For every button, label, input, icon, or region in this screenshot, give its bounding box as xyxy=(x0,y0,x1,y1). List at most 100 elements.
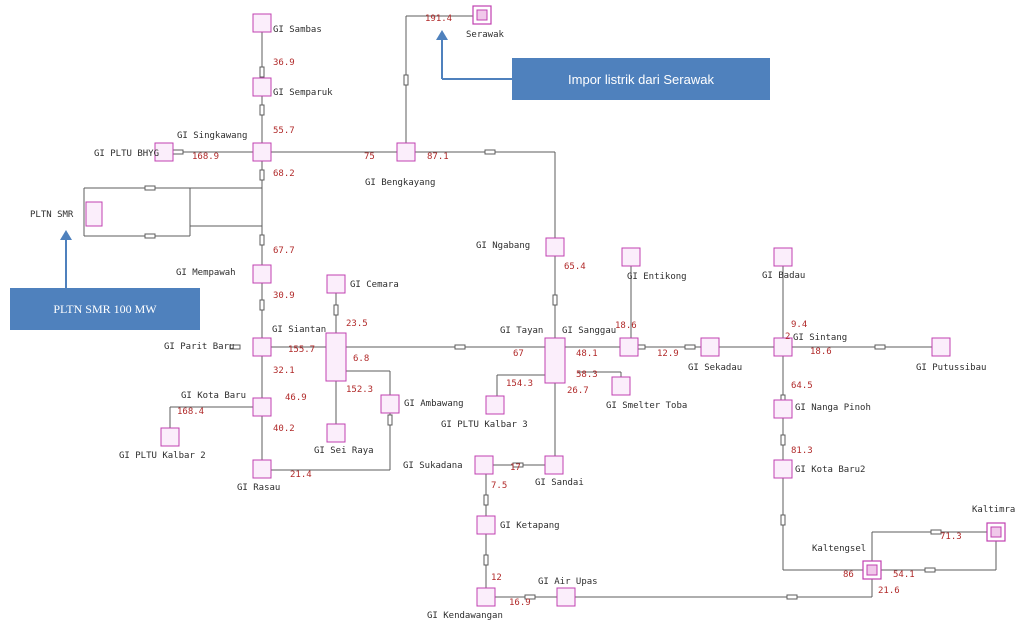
breaker xyxy=(387,414,393,426)
substation-siantan xyxy=(325,332,347,382)
flow-value: 23.5 xyxy=(346,319,368,329)
substation-ngabang xyxy=(545,237,565,257)
label-gi-badau: GI Badau xyxy=(762,271,806,281)
breaker xyxy=(484,149,496,155)
breaker xyxy=(874,344,886,350)
flow-value: 18.6 xyxy=(615,321,637,331)
label-gi-smelter-toba: GI Smelter Toba xyxy=(606,401,688,411)
flow-value: 67.7 xyxy=(273,246,295,256)
label-gi-semparuk: GI Semparuk xyxy=(273,88,333,98)
label-gi-pltu-kalbar-2: GI PLTU Kalbar 2 xyxy=(119,451,206,461)
substation-ketapang xyxy=(476,515,496,535)
label-gi-sanggau: GI Sanggau xyxy=(562,326,617,336)
label-gi-tayan: GI Tayan xyxy=(500,326,544,336)
label-gi-kendawangan: GI Kendawangan xyxy=(427,611,503,621)
label-gi-sei-raya: GI Sei Raya xyxy=(314,446,374,456)
substation-smelter-toba xyxy=(611,376,631,396)
breaker xyxy=(780,434,786,446)
flow-value: 154.3 xyxy=(506,379,534,389)
breaker xyxy=(780,514,786,526)
breaker xyxy=(172,149,184,155)
substation-rasau xyxy=(252,459,272,479)
breaker xyxy=(259,66,265,78)
breaker xyxy=(403,74,409,86)
flow-value: 9.4 xyxy=(791,320,808,330)
flow-value: 87.1 xyxy=(427,152,449,162)
flow-value: 168.9 xyxy=(192,152,220,162)
breaker xyxy=(924,567,936,573)
label-gi-sambas: GI Sambas xyxy=(273,25,322,35)
label-gi-parit-baru: GI Parit Baru xyxy=(164,342,235,352)
flow-value: 168.4 xyxy=(177,407,205,417)
label-gi-siantan: GI Siantan xyxy=(272,325,327,335)
label-gi-putussibau: GI Putussibau xyxy=(916,363,987,373)
flow-value: 67 xyxy=(513,349,524,359)
substation-sanggau xyxy=(619,337,639,357)
label-gi-entikong: GI Entikong xyxy=(627,272,687,282)
substation-pltu-bhyg xyxy=(154,142,174,162)
substation-entikong xyxy=(621,247,641,267)
breaker xyxy=(552,294,558,306)
substation-sandai xyxy=(544,455,564,475)
substation-tayan xyxy=(544,337,566,384)
breaker xyxy=(454,344,466,350)
flow-value: 55.7 xyxy=(273,126,295,136)
flow-value: 12 xyxy=(491,573,502,583)
breaker xyxy=(144,185,156,191)
flow-value: 86 xyxy=(843,570,854,580)
flow-value: 65.4 xyxy=(564,262,586,272)
label-pltn-smr: PLTN SMR xyxy=(30,210,74,220)
callout-serawak-import: Impor listrik dari Serawak xyxy=(512,58,770,100)
breaker xyxy=(483,554,489,566)
label-gi-bengkayang: GI Bengkayang xyxy=(365,178,436,188)
label-gi-sintang: GI Sintang xyxy=(793,333,848,343)
label-gi-kota-baru2: GI Kota Baru2 xyxy=(795,465,866,475)
flow-value: 32.1 xyxy=(273,366,295,376)
flow-value: 21.4 xyxy=(290,470,312,480)
label-gi-sukadana: GI Sukadana xyxy=(403,461,463,471)
flow-value: 152.3 xyxy=(346,385,374,395)
flow-value: 155.7 xyxy=(288,345,316,355)
flow-value: 75 xyxy=(364,152,375,162)
flow-value: 191.4 xyxy=(425,14,453,24)
flow-value: 81.3 xyxy=(791,446,813,456)
external-grid-kaltimra-inner xyxy=(990,526,1002,538)
flow-value: 68.2 xyxy=(273,169,295,179)
flow-value: 48.1 xyxy=(576,349,598,359)
breaker xyxy=(483,494,489,506)
flow-value: 58.3 xyxy=(576,370,598,380)
label-gi-ambawang: GI Ambawang xyxy=(404,399,464,409)
flow-value: 26.7 xyxy=(567,386,589,396)
substation-air-upas xyxy=(556,587,576,607)
substation-parit-baru xyxy=(252,337,272,357)
substation-semparuk xyxy=(252,77,272,97)
substation-ambawang xyxy=(380,394,400,414)
label-gi-pltu-kalbar-3: GI PLTU Kalbar 3 xyxy=(441,420,528,430)
label-gi-mempawah: GI Mempawah xyxy=(176,268,236,278)
label-gi-nanga-pinoh: GI Nanga Pinoh xyxy=(795,403,871,413)
flow-value: 16.9 xyxy=(509,598,531,608)
breaker xyxy=(524,594,536,600)
substation-kota-baru xyxy=(252,397,272,417)
flow-value: 30.9 xyxy=(273,291,295,301)
external-grid-kaltengsel-inner xyxy=(866,564,878,576)
label-serawak: Serawak xyxy=(466,30,504,40)
flow-value: 71.3 xyxy=(940,532,962,542)
flow-value: 6.8 xyxy=(353,354,370,364)
substation-pltn-smr xyxy=(85,201,103,227)
substation-badau xyxy=(773,247,793,267)
callout-pltn-smr: PLTN SMR 100 MW xyxy=(10,288,200,330)
label-kaltengsel: Kaltengsel xyxy=(812,544,867,554)
label-gi-rasau: GI Rasau xyxy=(237,483,281,493)
substation-sukadana xyxy=(474,455,494,475)
substation-bengkayang xyxy=(396,142,416,162)
label-gi-sekadau: GI Sekadau xyxy=(688,363,743,373)
breaker xyxy=(786,594,798,600)
breaker xyxy=(259,104,265,116)
substation-putussibau xyxy=(931,337,951,357)
flow-value: 18.6 xyxy=(810,347,832,357)
flow-value: 17 xyxy=(510,463,521,473)
flow-value: 64.5 xyxy=(791,381,813,391)
flow-value: 7.5 xyxy=(491,481,508,491)
